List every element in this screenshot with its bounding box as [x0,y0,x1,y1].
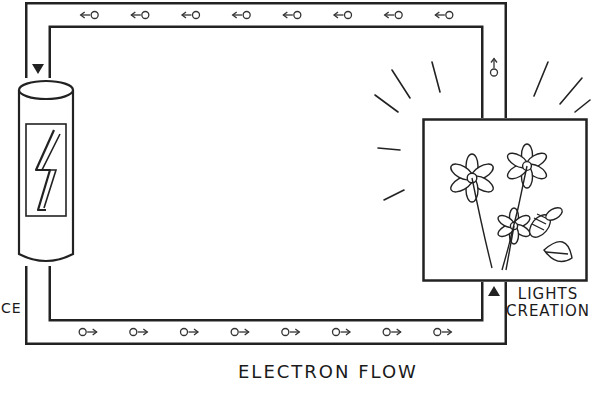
battery-cell: CE [16,78,76,266]
light-box: LIGHTS CREATION [422,118,588,282]
source-label: CE [1,300,22,316]
flow-caption: ELECTRON FLOW [238,362,418,383]
load-label: LIGHTS CREATION [506,286,590,321]
wire-tube [32,12,498,119]
